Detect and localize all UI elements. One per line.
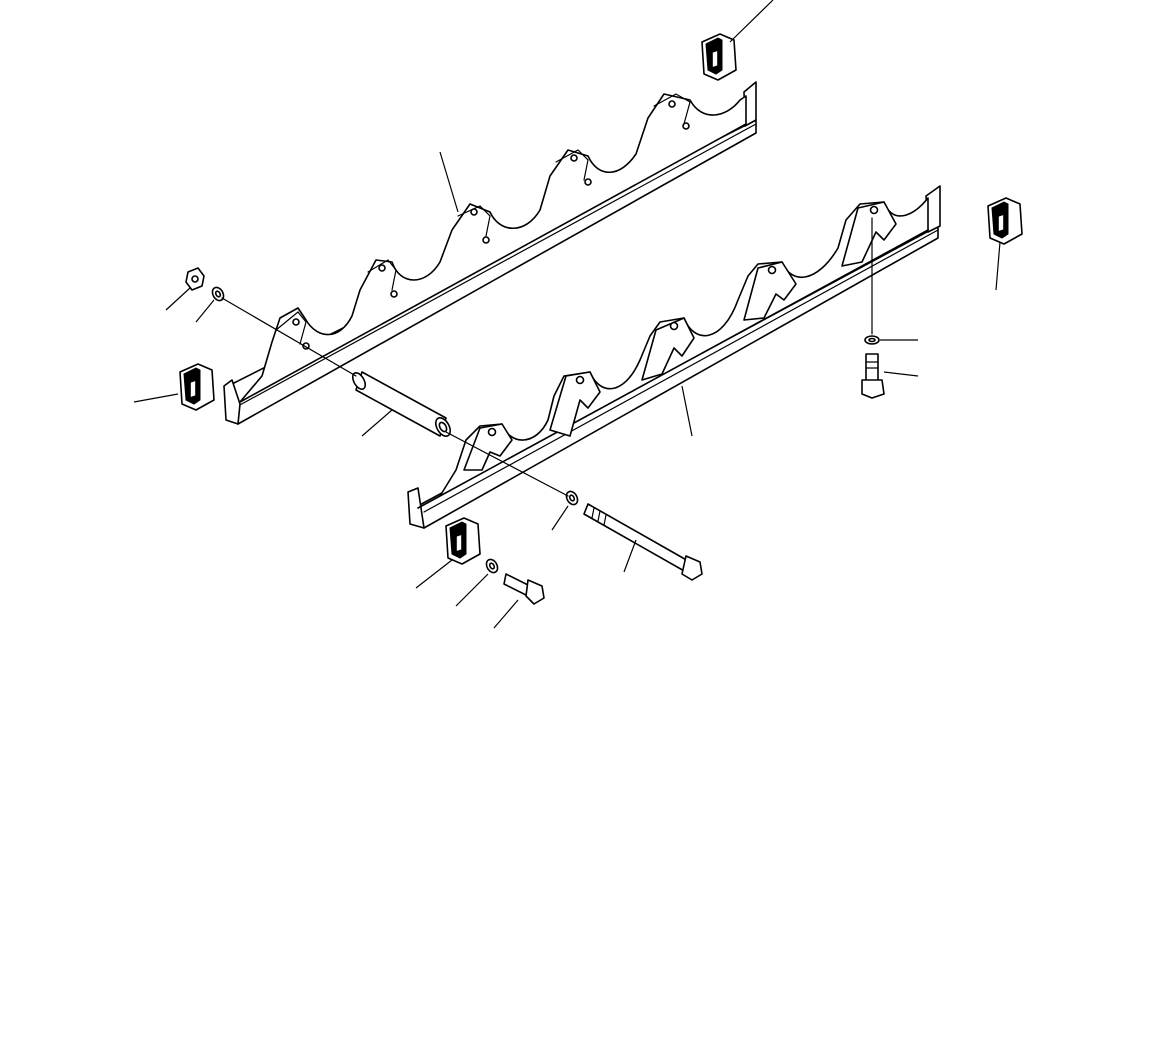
guard-end-clip xyxy=(445,517,481,565)
spacer-pipe xyxy=(351,371,452,437)
leader-lines xyxy=(133,0,1001,629)
long-bolt xyxy=(583,503,703,581)
washer xyxy=(565,490,579,506)
washer xyxy=(864,335,880,345)
rear-roller-guard xyxy=(223,81,757,425)
guard-end-clip xyxy=(701,33,737,81)
short-bolt xyxy=(503,573,545,605)
assembly-axis-lines xyxy=(221,217,873,497)
guard-end-clip xyxy=(179,363,215,411)
short-bolt xyxy=(861,353,885,399)
front-roller-guard xyxy=(407,185,941,529)
guard-end-clip xyxy=(987,197,1023,245)
washer xyxy=(485,558,499,574)
nut xyxy=(185,267,205,291)
washer xyxy=(211,286,225,302)
